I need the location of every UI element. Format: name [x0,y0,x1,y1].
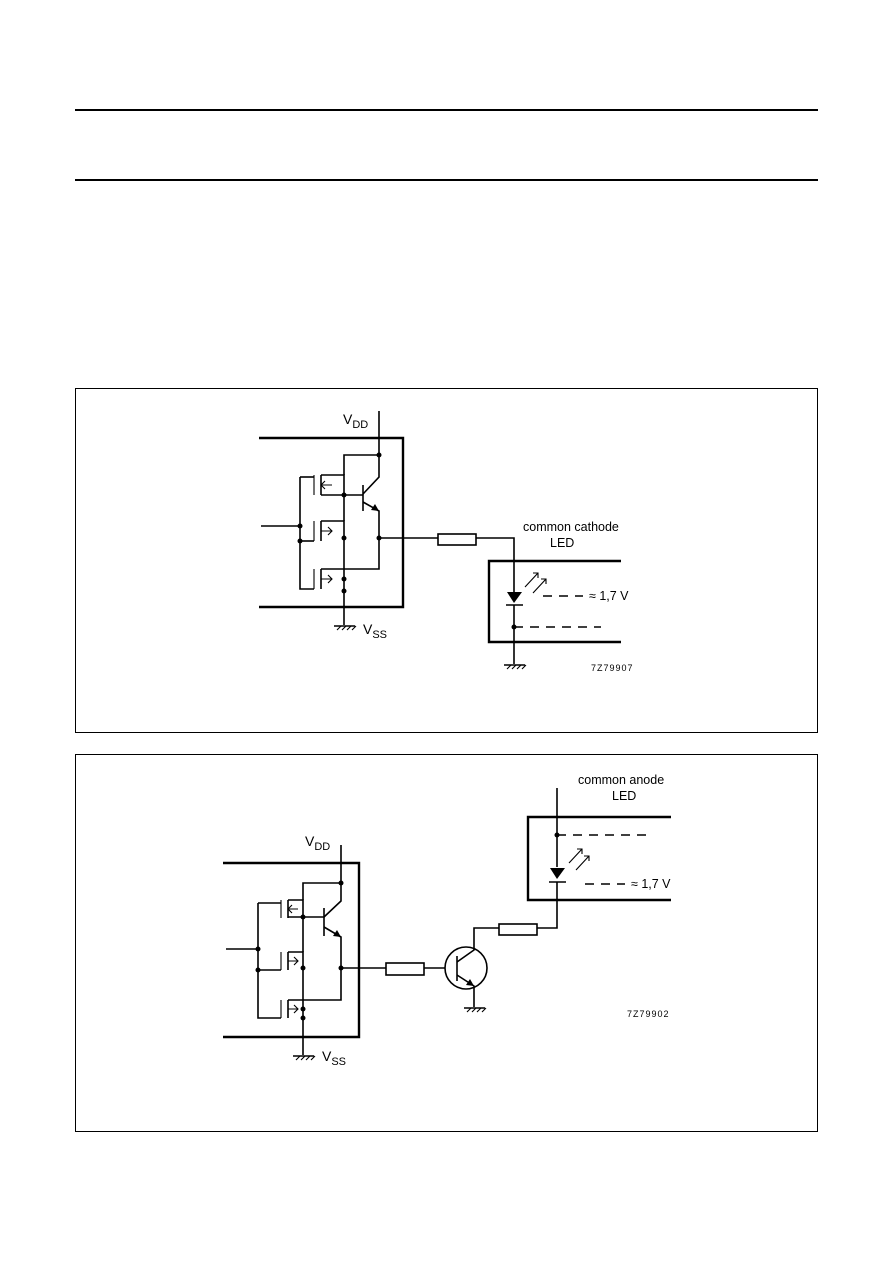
base-resistor [385,962,425,976]
junction-dot [255,946,261,952]
led-type-label: common anode [578,773,664,787]
vss-label: VSS [363,621,387,641]
junction-dot [297,538,303,544]
junction-dot [300,1006,306,1012]
header-rule-top [75,109,818,111]
ic-outline [223,861,361,1039]
junction-dot [255,967,261,973]
nmos-transistor [313,520,345,541]
nmos-transistor [280,951,304,970]
figure-code: 7Z79902 [627,1009,670,1019]
junction-dot [341,576,347,582]
led-label: LED [550,536,574,550]
npn-output-transistor [362,455,380,538]
voltage-label: ≈ 1,7 V [631,877,671,891]
led-diode [506,572,547,664]
vdd-label: VDD [343,411,368,431]
led-label: LED [612,789,636,803]
figure-code: 7Z79907 [591,663,634,673]
ground-symbol-driver [464,1007,487,1013]
vss-label: VSS [322,1048,346,1068]
ground-symbol-vss [293,1055,316,1061]
ground-symbol-vss [334,625,357,631]
figure-common-anode: VDD VSS common anode LED ≈ 1,7 V 7Z79902 [75,754,818,1132]
vdd-rail [343,411,380,475]
led-type-label: common cathode [523,520,619,534]
led-module-outline [526,815,671,902]
led-module-outline [487,559,621,644]
npn-output-transistor [323,883,342,968]
schematic-common-cathode: VDD VSS common cathode LED ≈ 1,7 V 7Z799… [259,411,634,673]
nmos-transistor-bottom [280,999,304,1018]
collector-resistor [498,923,538,936]
ic-outline [259,436,405,609]
pmos-transistor [280,899,304,918]
series-resistor [437,533,477,546]
driver-npn-transistor [444,927,499,1007]
pmos-transistor [313,474,345,495]
ground-symbol-led [504,664,527,670]
junction-dot [511,624,517,630]
output-node [338,965,344,971]
junction-dot [300,965,306,971]
nmos-transistor-bottom [313,568,345,591]
figure-common-cathode: VDD VSS common cathode LED ≈ 1,7 V 7Z799… [75,388,818,733]
junction-dot [297,523,303,529]
header-rule-bottom [75,179,818,181]
schematic-common-anode: VDD VSS common anode LED ≈ 1,7 V 7Z79902 [223,773,671,1068]
vdd-label: VDD [305,833,330,853]
junction-dot [341,535,347,541]
output-node [376,535,382,541]
voltage-label: ≈ 1,7 V [589,589,629,603]
led-diode [549,848,590,883]
